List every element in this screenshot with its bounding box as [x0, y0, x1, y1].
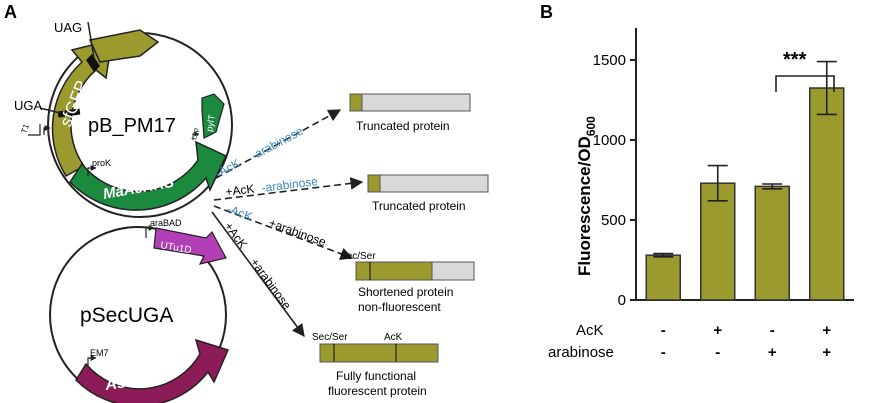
bar: [754, 185, 790, 301]
uag-site-marker: [86, 54, 100, 72]
em7-label: EM7: [90, 348, 109, 358]
condition1-arrow: [215, 109, 342, 179]
utu1d-label: UTu1D: [159, 240, 192, 256]
assela-label-sela: SelA: [132, 368, 170, 390]
y-tick-label: 0: [618, 292, 626, 309]
utu1d-gene-arrow: [153, 227, 227, 265]
condition4-arabinose: +arabinose: [248, 256, 295, 313]
product1-bar-translated: [349, 93, 363, 112]
product4-label-line2: fluorescent protein: [328, 384, 427, 398]
sign-cell: +: [822, 344, 831, 361]
sign-cell: -: [715, 344, 720, 361]
t1-terminator-icon: [28, 124, 41, 136]
prok-label: proK: [92, 158, 111, 168]
arabad-label: araBAD: [150, 218, 182, 228]
product4-label-line1: Fully functional: [336, 369, 416, 383]
uga-label: UGA: [14, 98, 43, 113]
row-label-arabinose: arabinose: [548, 344, 614, 361]
t1-label: T1: [19, 122, 31, 134]
condition4-ack: +AcK: [222, 220, 250, 252]
sign-table: - + - + - - + +: [661, 322, 832, 361]
product2-bar-full: [367, 174, 489, 193]
row-label-ack: AcK: [576, 322, 604, 339]
condition3-ack: -AcK: [225, 202, 254, 224]
pylt-label: pylT: [204, 113, 217, 132]
significance-bracket: [775, 75, 835, 92]
product3-site-label: Sec/Ser: [340, 251, 376, 262]
plasmid2-name: pSecUGA: [80, 304, 173, 327]
sign-cell: +: [713, 322, 722, 339]
t1-promoter-icon: [43, 125, 51, 135]
condition3-arabinose: +arabinose: [267, 216, 328, 250]
em7-promoter-icon: [87, 355, 97, 366]
y-axis-title: Fluorescence/OD600: [575, 116, 598, 276]
bar: [645, 254, 681, 301]
condition3-arrow: [213, 205, 354, 260]
assela-gene-arrow: [75, 338, 230, 403]
bar-chart: 0 500 1000 1500: [593, 28, 854, 309]
sign-cell: +: [768, 344, 777, 361]
product1-bar-full: [349, 93, 471, 112]
y-tick-label: 500: [601, 212, 626, 229]
product1-label: Truncated protein: [356, 119, 450, 133]
assela-label-as: As: [103, 374, 127, 394]
sign-cell: +: [822, 322, 831, 339]
condition4-arrow: [211, 211, 305, 338]
sfgfp-arrow-head: [88, 29, 160, 63]
plasmid2-circle: [49, 226, 227, 403]
lpp-promoter-icon: [192, 131, 200, 140]
pylt-gene-arrow: [201, 93, 225, 139]
y-tick-label: 1500: [593, 52, 626, 69]
product2-bar-translated: [367, 174, 381, 193]
uga-site-marker: [57, 108, 81, 118]
y-axis-title-main: Fluorescence/OD: [575, 136, 594, 276]
sign-cell: -: [661, 344, 666, 361]
uag-label: UAG: [54, 20, 82, 35]
condition2-ack: +AcK: [225, 182, 256, 199]
sign-cell: -: [770, 322, 775, 339]
product3-bar-translated: [355, 261, 433, 281]
product4-site2-label: AcK: [384, 332, 403, 343]
uag-pointer: [87, 21, 95, 59]
condition2-arrow: [213, 177, 364, 201]
sign-cell: -: [661, 322, 666, 339]
product3-label-line2: non-fluorescent: [358, 300, 441, 314]
uga-pointer: [39, 107, 61, 114]
y-axis-title-sub: 600: [584, 116, 598, 136]
bar: [700, 182, 736, 301]
prok-promoter-icon: [87, 165, 97, 176]
bar: [809, 87, 845, 301]
panel-b-label: B: [540, 2, 553, 22]
condition2-arabinose: -arabinose: [261, 174, 319, 195]
product4-site-label: Sec/Ser: [312, 332, 348, 343]
significance-label: ***: [783, 49, 807, 71]
panel-a-label: A: [4, 2, 17, 22]
product4-bar: [319, 343, 439, 363]
maackrs-gene-arrow: [69, 140, 227, 211]
product2-label: Truncated protein: [372, 199, 466, 213]
arabad-promoter-icon: [145, 225, 155, 238]
product3-label-line1: Shortened protein: [358, 285, 453, 299]
plasmid1-name: pB_PM17: [88, 115, 176, 137]
condition1-arabinose: -arabinose: [249, 124, 306, 163]
y-tick-label: 1000: [593, 132, 626, 149]
